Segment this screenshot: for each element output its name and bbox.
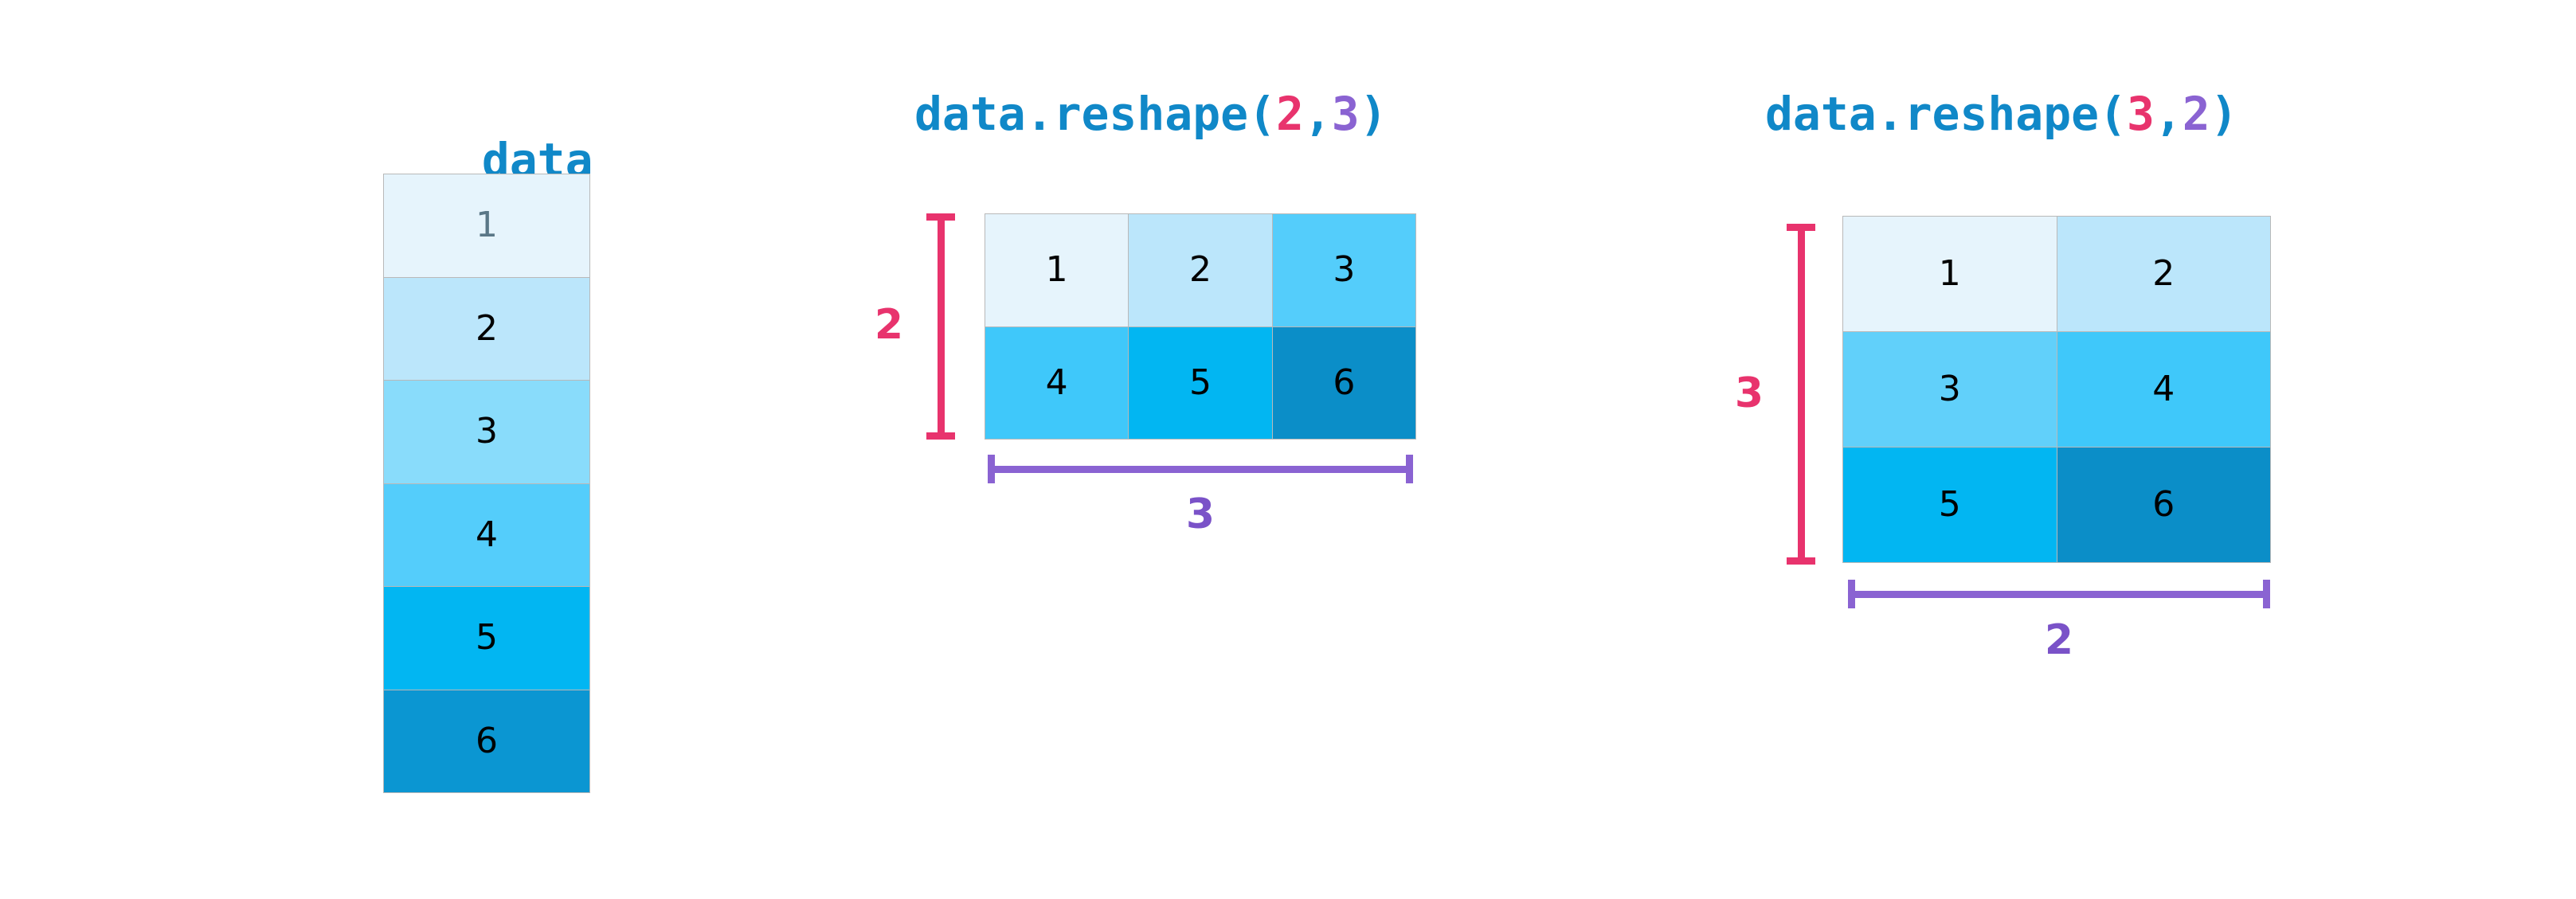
title-segment-method: data.reshape( — [1765, 87, 2127, 141]
array-cell: 2 — [2057, 217, 2270, 331]
array-cell: 5 — [1129, 326, 1272, 439]
array-cell: 2 — [1129, 214, 1272, 326]
col-dimension-label-3x2: 2 — [2044, 616, 2074, 664]
array-cell: 6 — [1272, 326, 1415, 439]
cell-value: 6 — [2152, 484, 2175, 525]
cell-value: 6 — [476, 720, 498, 761]
source-title: data — [426, 91, 593, 183]
row-dimension-label-2x3: 2 — [874, 301, 904, 349]
cell-value: 1 — [1045, 249, 1068, 291]
cell-value: 5 — [476, 617, 498, 659]
array-cell: 1 — [384, 174, 589, 277]
cell-value: 4 — [2152, 369, 2175, 409]
cell-value: 3 — [1333, 249, 1356, 291]
source-array-grid: 1 2 3 4 5 6 — [383, 174, 590, 793]
bracket-cap-right — [2263, 580, 2270, 608]
title-segment-comma: , — [2154, 87, 2183, 141]
col-dimension-bracket-2x3 — [988, 455, 1413, 483]
cell-value: 4 — [476, 514, 498, 555]
bracket-stem — [1848, 591, 2270, 598]
row-dimension-bracket-2x3 — [926, 213, 955, 440]
array-cell: 1 — [1843, 217, 2057, 331]
array-cell: 1 — [985, 214, 1129, 326]
title-segment-method: data.reshape( — [914, 87, 1276, 141]
cell-value: 1 — [1938, 253, 1961, 294]
cell-value: 3 — [1938, 369, 1961, 409]
cell-value: 5 — [1188, 362, 1212, 403]
cell-value: 4 — [1045, 362, 1068, 403]
bracket-cap-right — [1406, 455, 1413, 483]
array-cell: 6 — [2057, 448, 2270, 562]
bracket-stem — [988, 466, 1413, 473]
row-dimension-bracket-3x2 — [1787, 224, 1815, 565]
reshape-3-2-grid: 1 2 3 4 5 6 — [1842, 216, 2271, 563]
cell-value: 5 — [1938, 484, 1961, 525]
title-segment-comma: , — [1303, 87, 1332, 141]
cell-value: 1 — [476, 205, 498, 246]
array-cell: 5 — [384, 587, 589, 690]
bracket-cap-bottom — [926, 432, 955, 440]
cell-value: 6 — [1333, 362, 1356, 403]
bracket-cap-bottom — [1787, 557, 1815, 565]
array-cell: 3 — [1843, 332, 2057, 447]
array-cell: 5 — [1843, 448, 2057, 562]
array-cell: 4 — [2057, 332, 2270, 447]
reshape-2-3-title: data.reshape(2,3) — [914, 91, 1388, 137]
array-cell: 2 — [384, 277, 589, 380]
reshape-3-2-title: data.reshape(3,2) — [1765, 91, 2238, 137]
array-cell: 4 — [985, 326, 1129, 439]
reshape-2-3-grid: 1 2 3 4 5 6 — [985, 213, 1416, 440]
bracket-stem — [1798, 224, 1805, 565]
array-cell: 6 — [384, 690, 589, 792]
title-segment-close-paren: ) — [1359, 87, 1388, 141]
col-dimension-label-2x3: 3 — [1185, 491, 1216, 538]
array-cell: 3 — [1272, 214, 1415, 326]
cell-value: 2 — [2152, 253, 2175, 294]
title-segment-cols: 3 — [1331, 87, 1360, 141]
cell-value: 2 — [1188, 249, 1212, 291]
title-segment-rows: 3 — [2126, 87, 2155, 141]
col-dimension-bracket-3x2 — [1848, 580, 2270, 608]
array-cell: 4 — [384, 483, 589, 586]
title-segment-close-paren: ) — [2210, 87, 2238, 141]
row-dimension-label-3x2: 3 — [1734, 369, 1764, 417]
array-cell: 3 — [384, 381, 589, 483]
cell-value: 2 — [476, 307, 498, 349]
cell-value: 3 — [476, 411, 498, 452]
bracket-stem — [938, 213, 945, 440]
title-segment-rows: 2 — [1275, 87, 1304, 141]
title-segment-cols: 2 — [2182, 87, 2210, 141]
